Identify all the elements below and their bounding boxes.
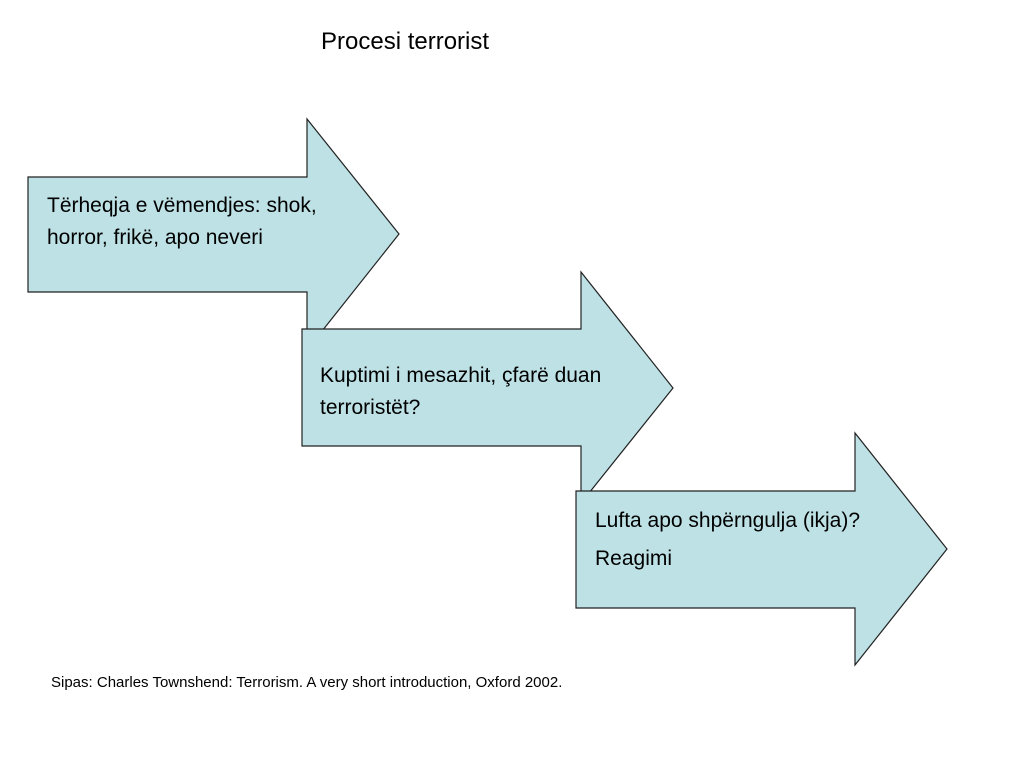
step-2-line-2: terroristët?: [320, 396, 421, 419]
step-2-label: Kuptimi i mesazhit, çfarë duan terrorist…: [320, 360, 601, 424]
step-3-line-2: Reagimi: [595, 547, 673, 570]
step-3-label: Lufta apo shpërngulja (ikja)? Reagimi: [595, 507, 860, 573]
arrow-step-3: [575, 431, 948, 667]
step-2-line-1: Kuptimi i mesazhit, çfarë duan: [320, 364, 602, 387]
step-3-line-1: Lufta apo shpërngulja (ikja)?: [595, 509, 861, 532]
arrow-step-1: [27, 117, 400, 352]
diagram-title: Procesi terrorist: [321, 28, 490, 55]
arrow-step-2: [301, 270, 674, 505]
step-1-label: Tërheqja e vëmendjes: shok, horror, frik…: [47, 190, 317, 254]
step-1-line-2: horror, frikë, apo neveri: [47, 226, 263, 249]
source-citation: Sipas: Charles Townshend: Terrorism. A v…: [51, 674, 563, 691]
step-1-line-1: Tërheqja e vëmendjes: shok,: [47, 194, 317, 217]
